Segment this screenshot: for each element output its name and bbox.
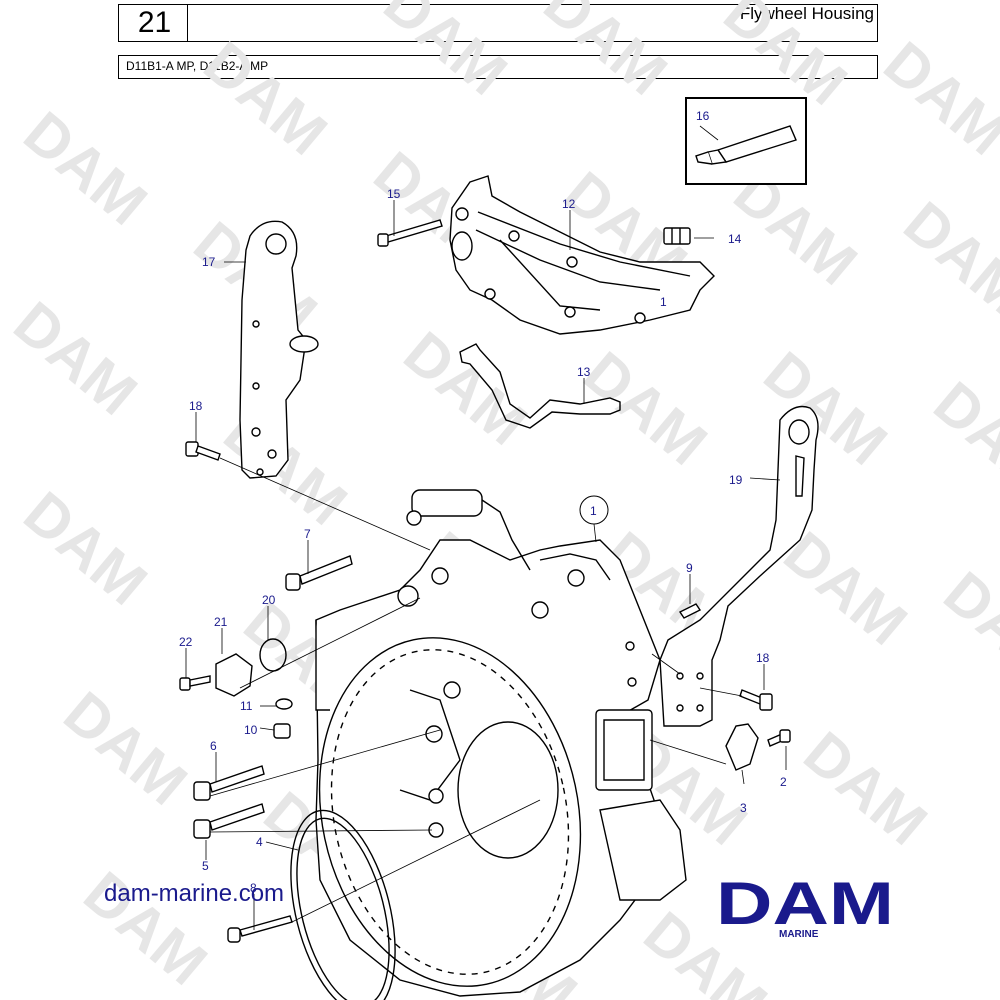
callout-14: 14 bbox=[728, 232, 742, 246]
watermark: DAM bbox=[922, 369, 1000, 508]
cover-plate-part-21 bbox=[215, 653, 253, 697]
models-box bbox=[118, 55, 878, 79]
callout-9: 9 bbox=[686, 561, 693, 575]
cover-bracket-part bbox=[449, 175, 715, 335]
callout-22: 22 bbox=[179, 635, 193, 649]
website-link[interactable]: dam-marine.com bbox=[104, 880, 285, 907]
o-ring-part-4 bbox=[290, 809, 396, 1000]
callout-labels: 1 1 2 3 4 5 6 7 8 9 10 11 12 13 14 15 16… bbox=[179, 109, 787, 895]
watermark: DAM bbox=[872, 29, 1000, 168]
logo-subtitle: MARINE bbox=[779, 929, 819, 940]
watermark: DAM bbox=[752, 339, 900, 478]
callout-21: 21 bbox=[214, 615, 228, 629]
bolt-part-9 bbox=[678, 603, 702, 619]
callout-19: 19 bbox=[729, 473, 743, 487]
watermark: DAM bbox=[892, 189, 1000, 328]
sheet-number: 21 bbox=[137, 6, 172, 39]
callout-18-right: 18 bbox=[756, 651, 770, 665]
callout-11: 11 bbox=[240, 699, 253, 713]
sealant-tube-inset bbox=[685, 97, 807, 185]
watermark: DAM bbox=[392, 319, 540, 458]
callout-20: 20 bbox=[262, 593, 276, 607]
lifting-eye-part-17 bbox=[239, 220, 319, 479]
watermark: DAM bbox=[52, 679, 200, 818]
cover-part-3 bbox=[725, 723, 759, 771]
leader-lines bbox=[185, 125, 787, 930]
watermark: DAM bbox=[2, 289, 150, 428]
callout-17: 17 bbox=[202, 255, 216, 269]
watermark: DAM bbox=[192, 29, 340, 168]
bolt-part-6 bbox=[193, 765, 265, 801]
lifting-eye-part-19 bbox=[659, 405, 819, 727]
watermark: DAM bbox=[932, 559, 1000, 698]
watermark: DAM bbox=[572, 339, 720, 478]
callout-ring bbox=[579, 495, 609, 525]
watermark: DAM bbox=[532, 0, 680, 108]
page-title: Flywheel Housing bbox=[739, 4, 874, 23]
sheet-number-box bbox=[118, 4, 188, 42]
gasket-part bbox=[459, 343, 621, 429]
callout-15: 15 bbox=[387, 187, 401, 201]
callout-13: 13 bbox=[577, 365, 591, 379]
svg-text:DAM: DAM bbox=[716, 872, 894, 937]
callout-7: 7 bbox=[304, 527, 311, 541]
connector-part bbox=[663, 227, 691, 245]
screw-part-2 bbox=[767, 729, 791, 747]
watermark: DAM bbox=[792, 719, 940, 858]
o-ring-part-20 bbox=[259, 638, 287, 672]
dam-logo: DAM bbox=[716, 872, 894, 937]
callout-2: 2 bbox=[780, 775, 787, 789]
callout-5: 5 bbox=[202, 859, 209, 873]
model-list: D11B1-A MP, D11B2-A MP bbox=[126, 59, 269, 73]
bolt-part-5 bbox=[193, 803, 265, 839]
watermark: DAM bbox=[12, 479, 160, 618]
callout-16: 16 bbox=[696, 109, 710, 123]
screw-part-22 bbox=[179, 675, 211, 691]
washer-part-11 bbox=[275, 698, 293, 710]
callout-1-cover: 1 bbox=[660, 295, 667, 309]
bolt-part-7 bbox=[285, 555, 353, 591]
callout-8: 8 bbox=[250, 881, 257, 895]
bolt-part-18-right bbox=[739, 689, 773, 711]
plug-part-10 bbox=[273, 723, 291, 739]
callout-10: 10 bbox=[244, 723, 258, 737]
bolt-part-18-left bbox=[185, 441, 221, 461]
bolt-part-8 bbox=[227, 915, 293, 943]
header-frame bbox=[118, 4, 878, 42]
callout-1: 1 bbox=[590, 504, 597, 518]
callout-4: 4 bbox=[256, 835, 263, 849]
bolt-part-15 bbox=[377, 219, 443, 247]
callout-12: 12 bbox=[562, 197, 576, 211]
flywheel-housing-part bbox=[315, 489, 687, 997]
callout-6: 6 bbox=[210, 739, 217, 753]
callout-3: 3 bbox=[740, 801, 747, 815]
watermark: DAM bbox=[12, 99, 160, 238]
callout-18-left: 18 bbox=[189, 399, 203, 413]
watermark: DAM bbox=[372, 0, 520, 108]
